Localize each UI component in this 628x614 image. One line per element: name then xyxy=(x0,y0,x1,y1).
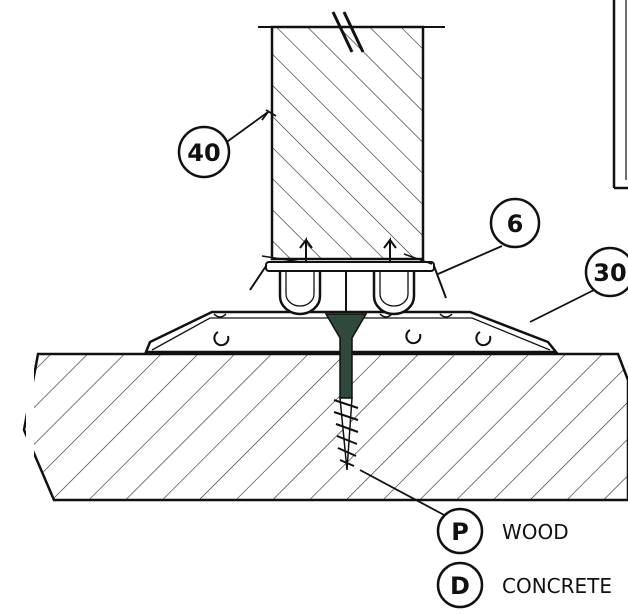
leader-lines xyxy=(223,109,595,517)
wall-panel xyxy=(270,11,425,261)
legend-key-concrete: D xyxy=(450,572,470,600)
screw xyxy=(324,313,368,471)
legend-key-wood: P xyxy=(451,518,469,546)
legend-item-concrete: D CONCRETE xyxy=(436,561,612,609)
side-frame xyxy=(612,0,628,190)
callout-6-label: 6 xyxy=(507,210,524,238)
callout-40: 40 xyxy=(177,125,231,179)
legend-item-wood: P WOOD xyxy=(436,507,569,555)
callout-30-label: 30 xyxy=(593,259,626,287)
legend-label-wood: WOOD xyxy=(502,520,569,544)
callout-30: 30 xyxy=(584,246,628,298)
callout-40-label: 40 xyxy=(187,139,220,167)
legend-label-concrete: CONCRETE xyxy=(502,574,612,598)
floor-slab xyxy=(22,352,628,502)
callout-6: 6 xyxy=(489,197,541,249)
clip-profile xyxy=(249,237,447,316)
